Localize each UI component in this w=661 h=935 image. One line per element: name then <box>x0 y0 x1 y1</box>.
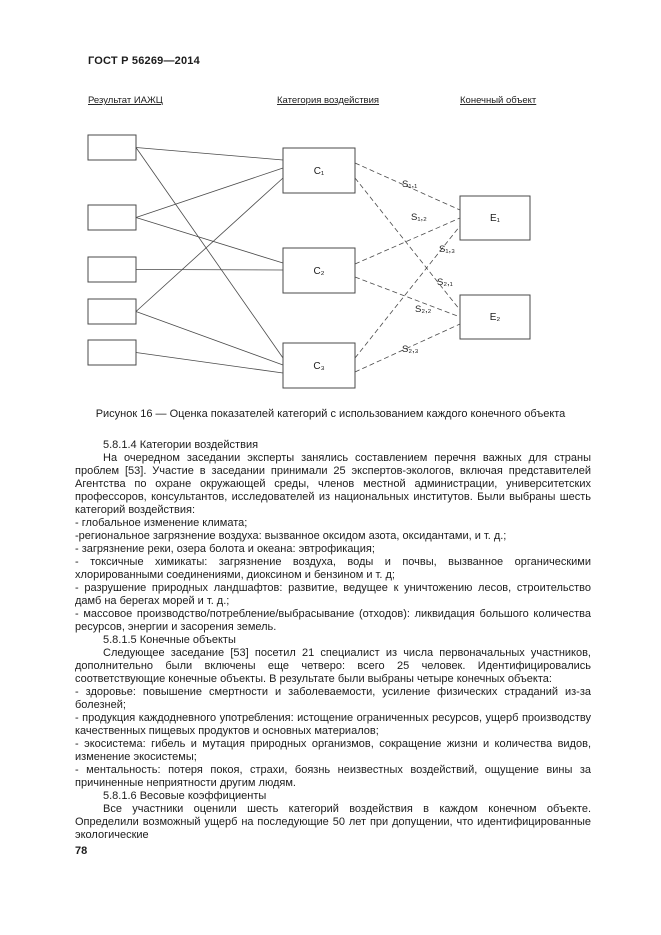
document-body: 5.8.1.4 Категории воздействия На очередн… <box>75 439 591 842</box>
category-label-c1: C₁ <box>314 166 325 177</box>
list-item: - массовое производство/потребление/выбр… <box>75 608 591 633</box>
page-number: 78 <box>75 845 88 857</box>
list-item: - токсичные химикаты: загрязнение воздух… <box>75 556 591 581</box>
s-label-2-3: S₂,₃ <box>402 344 419 355</box>
connector-c3-e1 <box>354 225 461 359</box>
column-label-endpoint: Конечный объект <box>460 95 537 106</box>
document-title: ГОСТ Р 56269—2014 <box>88 55 200 67</box>
connector-b4-c3 <box>135 311 284 366</box>
inventory-box-5 <box>87 339 137 366</box>
list-item: - глобальное изменение климата; <box>75 517 248 529</box>
s-label-1-1: S₁,₁ <box>402 179 417 190</box>
connector-c2-e1 <box>354 217 461 265</box>
list-item: - ментальность: потеря покоя, страхи, бо… <box>75 764 591 789</box>
connector-b5-c3 <box>135 352 284 374</box>
column-label-impact-category: Категория воздействия <box>277 95 379 106</box>
connector-c1-e2 <box>354 177 461 311</box>
s-label-2-1: S₂,₁ <box>437 277 453 288</box>
section-heading: 5.8.1.5 Конечные объекты <box>103 634 236 646</box>
inventory-box-3 <box>87 256 137 283</box>
list-item: - загрязнение реки, озера болота и океан… <box>75 543 375 555</box>
connector-b2-c2 <box>135 217 284 264</box>
list-item: - экосистема: гибель и мутация природных… <box>75 738 591 763</box>
list-item: - разрушение природных ландшафтов: разви… <box>75 582 591 607</box>
section-heading: 5.8.1.6 Весовые коэффициенты <box>103 790 267 802</box>
s-label-1-2: S₁,₂ <box>411 212 427 223</box>
category-label-c2: C₂ <box>313 266 324 277</box>
connector-b4-c1 <box>135 177 284 312</box>
list-item: -региональное загрязнение воздуха: вызва… <box>75 530 507 542</box>
connector-c1-e1 <box>354 162 461 211</box>
section-heading: 5.8.1.4 Категории воздействия <box>103 439 259 451</box>
figure-16-diagram: Результат ИАЖЦ Категория воздействия Кон… <box>87 95 537 389</box>
paragraph: Все участники оценили шесть категорий во… <box>75 803 591 841</box>
list-item: - здоровье: повышение смертности и забол… <box>75 686 591 711</box>
endpoint-label-e2: E₂ <box>490 312 501 323</box>
connector-b1-c3 <box>135 147 284 359</box>
inventory-box-4 <box>87 298 137 325</box>
category-box-c1 <box>282 147 356 194</box>
inventory-box-1 <box>87 134 137 161</box>
inventory-box-2 <box>87 204 137 231</box>
column-label-inventory-result: Результат ИАЖЦ <box>88 95 163 106</box>
category-box-c3 <box>282 342 356 389</box>
category-label-c3: C₃ <box>313 361 324 372</box>
connector-c3-e2 <box>354 323 461 373</box>
endpoint-label-e1: E₁ <box>490 213 501 224</box>
paragraph: Следующее заседание [53] посетил 21 спец… <box>75 647 591 685</box>
endpoint-box-e1 <box>459 195 531 241</box>
paragraph: На очередном заседании эксперты занялись… <box>75 452 591 516</box>
connector-b1-c1 <box>135 147 284 161</box>
list-item: - продукция каждодневного употребления: … <box>75 712 591 737</box>
s-label-2-2: S₂,₂ <box>415 304 432 315</box>
category-box-c2 <box>282 247 356 294</box>
figure-caption: Рисунок 16 — Оценка показателей категори… <box>95 408 566 420</box>
endpoint-box-e2 <box>459 294 531 340</box>
connector-c2-e2 <box>354 276 461 318</box>
connector-b3-c2 <box>135 269 284 271</box>
s-label-1-3: S₁,₃ <box>439 244 455 255</box>
connector-b2-c1 <box>135 167 284 218</box>
